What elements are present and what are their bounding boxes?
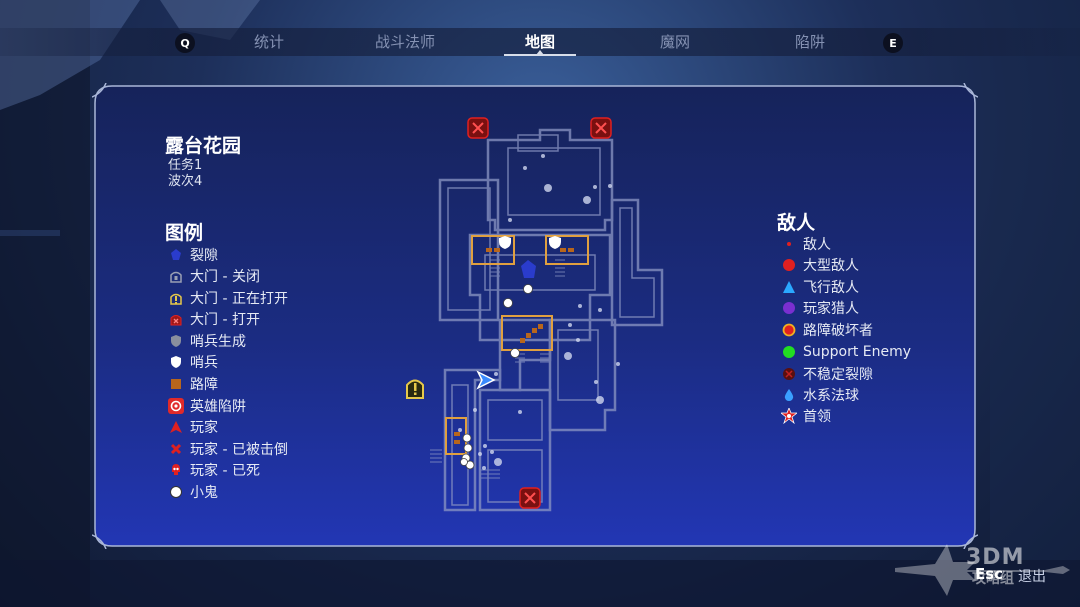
barricade-icon — [168, 376, 184, 392]
location-title: 露台花园 — [165, 135, 242, 157]
enemy-dots — [458, 154, 620, 470]
enemy-item-barricade-breaker: 路障破坏者 — [781, 320, 873, 340]
player-hunter-icon — [781, 300, 797, 316]
legend-item-gate-open: 大门 - 打开 — [168, 309, 260, 329]
enemy-item-flying-enemy: 飞行敌人 — [781, 277, 859, 297]
player-icon — [168, 419, 184, 435]
legend-item-gate-opening: 大门 - 正在打开 — [168, 288, 288, 308]
player-marker[interactable] — [476, 370, 496, 390]
legend-item-player-dead: 玩家 - 已死 — [168, 460, 260, 480]
prev-tab-key[interactable]: Q — [175, 33, 195, 53]
legend-item-sentry-spawn: 哨兵生成 — [168, 331, 246, 351]
water-orb-icon — [781, 387, 797, 403]
legend-title: 图例 — [165, 222, 204, 244]
watermark-logo — [895, 544, 1070, 596]
watermark-subtext: 攻略组 — [972, 571, 1014, 587]
gate-open-markers — [467, 117, 612, 509]
gate-opening-marker — [406, 379, 424, 399]
enemy-item-boss: 首领 — [781, 406, 831, 426]
legend-item-rift: 裂隙 — [168, 245, 218, 265]
exit-button[interactable]: 退出 — [1018, 569, 1046, 585]
gate-closed-icon — [168, 268, 184, 284]
player-downed-icon — [168, 441, 184, 457]
sentry-icon — [168, 354, 184, 370]
legend-item-gate-closed: 大门 - 关闭 — [168, 266, 260, 286]
gate-opening-icon — [168, 290, 184, 306]
esc-key[interactable]: Esc — [975, 565, 1004, 583]
tab-traps[interactable]: 陷阱 — [794, 33, 825, 51]
hero-trap-icon — [168, 398, 184, 414]
tab-statistics[interactable]: 统计 — [253, 33, 284, 51]
legend-item-imp: 小鬼 — [168, 482, 218, 502]
support-enemy-icon — [781, 344, 797, 360]
map-walls — [430, 128, 664, 512]
wave-label: 波次4 — [168, 174, 203, 189]
legend-item-sentry: 哨兵 — [168, 352, 218, 372]
unstable-rift-icon — [781, 366, 797, 382]
mission-label: 任务1 — [168, 158, 203, 173]
enemy-item-support-enemy: Support Enemy — [781, 342, 911, 362]
enemy-item-unstable-rift: 不稳定裂隙 — [781, 364, 873, 384]
sentry-spawn-icon — [168, 333, 184, 349]
legend-item-player: 玩家 — [168, 417, 218, 437]
next-tab-key[interactable]: E — [883, 33, 903, 53]
legend-item-barricade: 路障 — [168, 374, 218, 394]
watermark-text: 3DM — [966, 545, 1025, 570]
enemy-icon — [781, 236, 797, 252]
barricade-breaker-icon — [781, 322, 797, 338]
legend-item-hero-trap: 英雄陷阱 — [168, 396, 246, 416]
flying-enemy-icon — [781, 279, 797, 295]
tab-map[interactable]: 地图 — [504, 32, 576, 56]
enemy-item-large-enemy: 大型敌人 — [781, 255, 859, 275]
imp-markers — [460, 284, 533, 470]
rift-icon — [168, 247, 184, 263]
gate-open-icon — [168, 311, 184, 327]
enemy-item-enemy: 敌人 — [781, 234, 831, 254]
large-enemy-icon — [781, 257, 797, 273]
player-dead-icon — [168, 462, 184, 478]
enemy-item-player-hunter: 玩家猎人 — [781, 298, 859, 318]
tab-ley-lines[interactable]: 魔网 — [659, 33, 690, 51]
rift-marker — [521, 260, 536, 278]
enemy-item-water-orb: 水系法球 — [781, 385, 859, 405]
enemies-title: 敌人 — [777, 212, 816, 234]
boss-icon — [781, 408, 797, 424]
level-map[interactable] — [400, 110, 700, 520]
legend-item-player-downed: 玩家 - 已被击倒 — [168, 439, 288, 459]
imp-icon — [168, 484, 184, 500]
sentry-markers — [499, 236, 561, 249]
tab-battlemage[interactable]: 战斗法师 — [374, 33, 435, 51]
